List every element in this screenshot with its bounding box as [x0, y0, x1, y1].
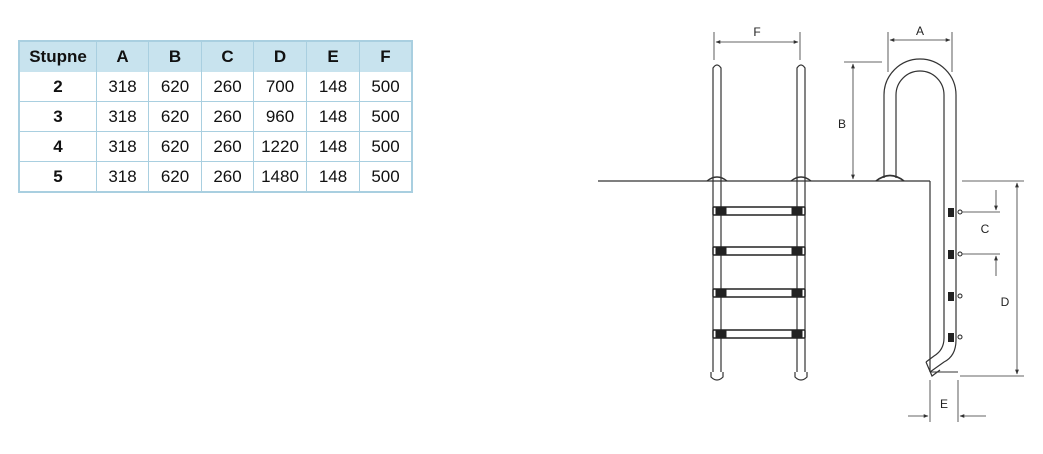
- table-cell: 260: [202, 162, 254, 191]
- table-row: 5 318 620 260 1480 148 500: [20, 162, 411, 191]
- column-header: F: [360, 42, 411, 72]
- column-header: A: [97, 42, 149, 72]
- table-cell: 148: [307, 102, 360, 132]
- table-cell: 318: [97, 132, 149, 162]
- left-rail-foot: [710, 372, 724, 381]
- side-handrail-outer: [883, 58, 957, 373]
- dimension-a-label: A: [916, 24, 924, 38]
- row-header-cell: 5: [20, 162, 97, 191]
- row-header-cell: 2: [20, 72, 97, 102]
- row-header-cell: 4: [20, 132, 97, 162]
- left-deck-flange: [706, 176, 728, 182]
- step-clamp: [715, 288, 727, 298]
- dimension-b-label: B: [838, 117, 846, 131]
- table-cell: 620: [149, 102, 202, 132]
- step-clamp: [791, 288, 803, 298]
- table-cell: 1480: [254, 162, 307, 191]
- step: [712, 206, 806, 216]
- table-cell: 500: [360, 162, 411, 191]
- table-cell: 500: [360, 132, 411, 162]
- right-deck-flange: [790, 176, 812, 182]
- table-cell: 960: [254, 102, 307, 132]
- step-clamp: [791, 329, 803, 339]
- table-cell: 260: [202, 132, 254, 162]
- right-rail-foot: [794, 372, 808, 381]
- front-view-steps: [712, 206, 806, 339]
- step: [712, 329, 806, 339]
- table-header-row: Stupne A B C D E F: [20, 42, 411, 72]
- dimension-b: [844, 61, 882, 180]
- side-foot-cap: [925, 361, 941, 377]
- table-cell: 318: [97, 102, 149, 132]
- front-view-ladder: [706, 64, 812, 381]
- dimension-c: [962, 190, 1000, 276]
- column-header: D: [254, 42, 307, 72]
- table-cell: 318: [97, 162, 149, 191]
- step-clamp: [791, 206, 803, 216]
- side-step: [948, 333, 954, 342]
- side-step: [948, 208, 954, 217]
- side-deck-anchor: [875, 174, 905, 182]
- table-cell: 620: [149, 132, 202, 162]
- step-clamp: [715, 329, 727, 339]
- row-header-cell: 3: [20, 102, 97, 132]
- step: [712, 246, 806, 256]
- side-step: [948, 250, 954, 259]
- dimension-f-label: F: [753, 25, 760, 39]
- table-cell: 260: [202, 102, 254, 132]
- table-row: 2 318 620 260 700 148 500: [20, 72, 411, 102]
- dimension-table: Stupne A B C D E F 2 318 620 260 700 148…: [18, 40, 413, 193]
- table-cell: 148: [307, 132, 360, 162]
- step-clamp: [791, 246, 803, 256]
- table-cell: 700: [254, 72, 307, 102]
- dimension-c-label: C: [981, 222, 990, 236]
- dimension-d: [960, 180, 1024, 377]
- dimension-f: [713, 32, 801, 60]
- step: [712, 288, 806, 298]
- table-row: 3 318 620 260 960 148 500: [20, 102, 411, 132]
- table-cell: 620: [149, 72, 202, 102]
- table-cell: 148: [307, 162, 360, 191]
- column-header: Stupne: [20, 42, 97, 72]
- table-cell: 1220: [254, 132, 307, 162]
- left-rail: [712, 64, 722, 372]
- dimension-d-label: D: [1001, 295, 1010, 309]
- table-row: 4 318 620 260 1220 148 500: [20, 132, 411, 162]
- dimension-a: [887, 32, 953, 72]
- table-cell: 620: [149, 162, 202, 191]
- table-cell: 318: [97, 72, 149, 102]
- table-cell: 500: [360, 72, 411, 102]
- column-header: B: [149, 42, 202, 72]
- table-cell: 260: [202, 72, 254, 102]
- side-step: [948, 292, 954, 301]
- dimension-e-label: E: [940, 397, 948, 411]
- table-cell: 500: [360, 102, 411, 132]
- step-clamp: [715, 246, 727, 256]
- column-header: C: [202, 42, 254, 72]
- side-view-ladder: [875, 58, 957, 377]
- right-rail: [796, 64, 806, 372]
- dimension-e: [908, 380, 986, 422]
- side-view-steps: [948, 208, 963, 342]
- column-header: E: [307, 42, 360, 72]
- table-cell: 148: [307, 72, 360, 102]
- step-clamp: [715, 206, 727, 216]
- side-handrail-inner: [895, 70, 945, 363]
